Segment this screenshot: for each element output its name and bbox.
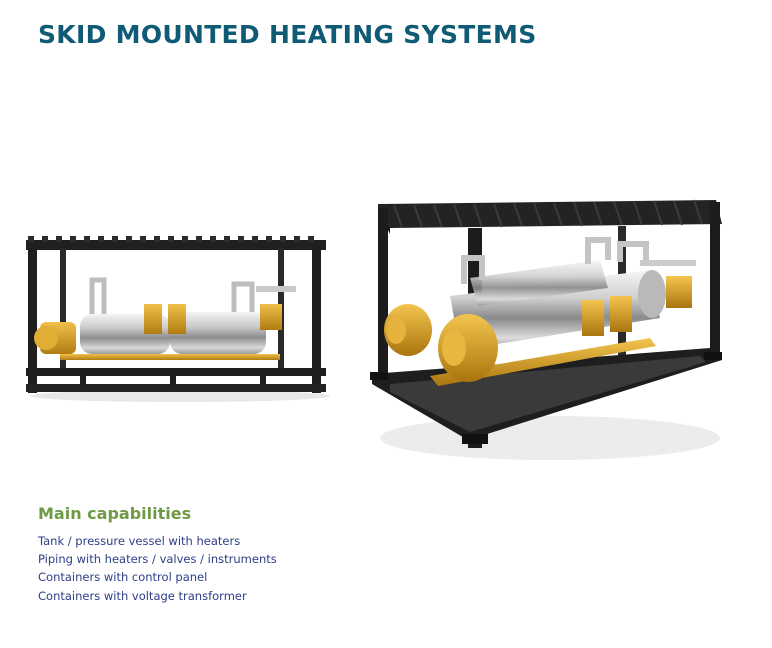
page-title: SKID MOUNTED HEATING SYSTEMS	[38, 20, 537, 49]
capabilities-heading: Main capabilities	[38, 504, 192, 523]
capabilities-list: Tank / pressure vessel with heaters Pipi…	[38, 532, 277, 605]
skid-side-view-image	[26, 236, 330, 402]
capability-item: Piping with heaters / valves / instrumen…	[38, 552, 277, 567]
capability-item: Containers with voltage transformer	[38, 588, 247, 603]
capability-item: Tank / pressure vessel with heaters	[38, 534, 241, 548]
capability-item: Containers with control panel	[38, 570, 208, 585]
skid-perspective-view-image	[370, 199, 722, 460]
